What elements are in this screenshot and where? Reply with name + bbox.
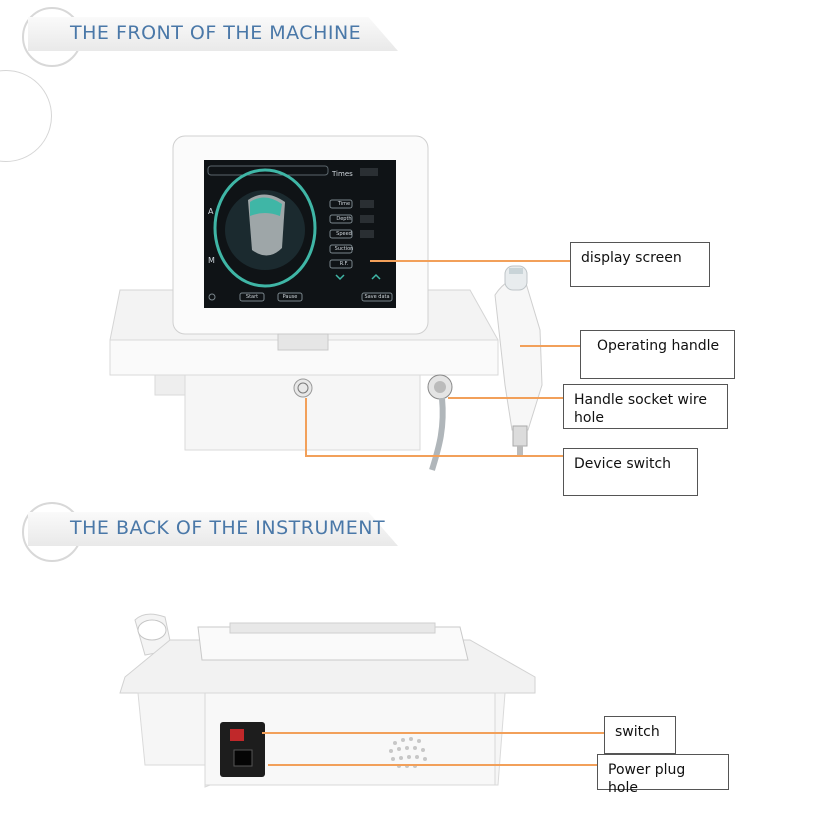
leader-power-plug [268, 764, 604, 766]
leader-device-switch-vertical [305, 398, 307, 456]
back-machine-image [119, 613, 536, 788]
front-machine-image [109, 135, 543, 471]
back-section-title: THE BACK OF THE INSTRUMENT [70, 517, 386, 539]
leader-display-screen [370, 260, 570, 262]
leader-switch [262, 732, 604, 734]
screen-pause-button[interactable]: Pause [282, 294, 298, 300]
screen-mode-a: A [208, 207, 214, 216]
decorative-ring-left [0, 70, 52, 162]
screen-times-label: Times [332, 170, 353, 178]
label-handle-socket: Handle socket wire hole [563, 384, 728, 429]
label-display-screen: display screen [570, 242, 710, 287]
screen-mode-m: M [208, 256, 215, 265]
screen-save-button[interactable]: Save data [364, 294, 390, 300]
header-bar [28, 17, 398, 51]
label-device-switch: Device switch [563, 448, 698, 496]
label-operating-handle: Operating handle [580, 330, 735, 379]
screen-menu-suction[interactable]: Suction [334, 246, 354, 252]
leader-handle-socket [448, 397, 563, 399]
leader-device-switch [305, 455, 563, 457]
front-section-title: THE FRONT OF THE MACHINE [70, 22, 362, 44]
header-bar [28, 512, 398, 546]
screen-menu-depth[interactable]: Depth [336, 216, 352, 222]
screen-menu-time[interactable]: Time [337, 201, 351, 207]
leader-operating-handle [520, 345, 580, 347]
screen-menu-speed[interactable]: Speed [336, 231, 352, 237]
label-power-plug: Power plug hole [597, 754, 729, 796]
screen-menu-rf[interactable]: R.F. [339, 261, 349, 267]
label-switch: switch [604, 716, 676, 754]
screen-start-button[interactable]: Start [245, 294, 259, 300]
